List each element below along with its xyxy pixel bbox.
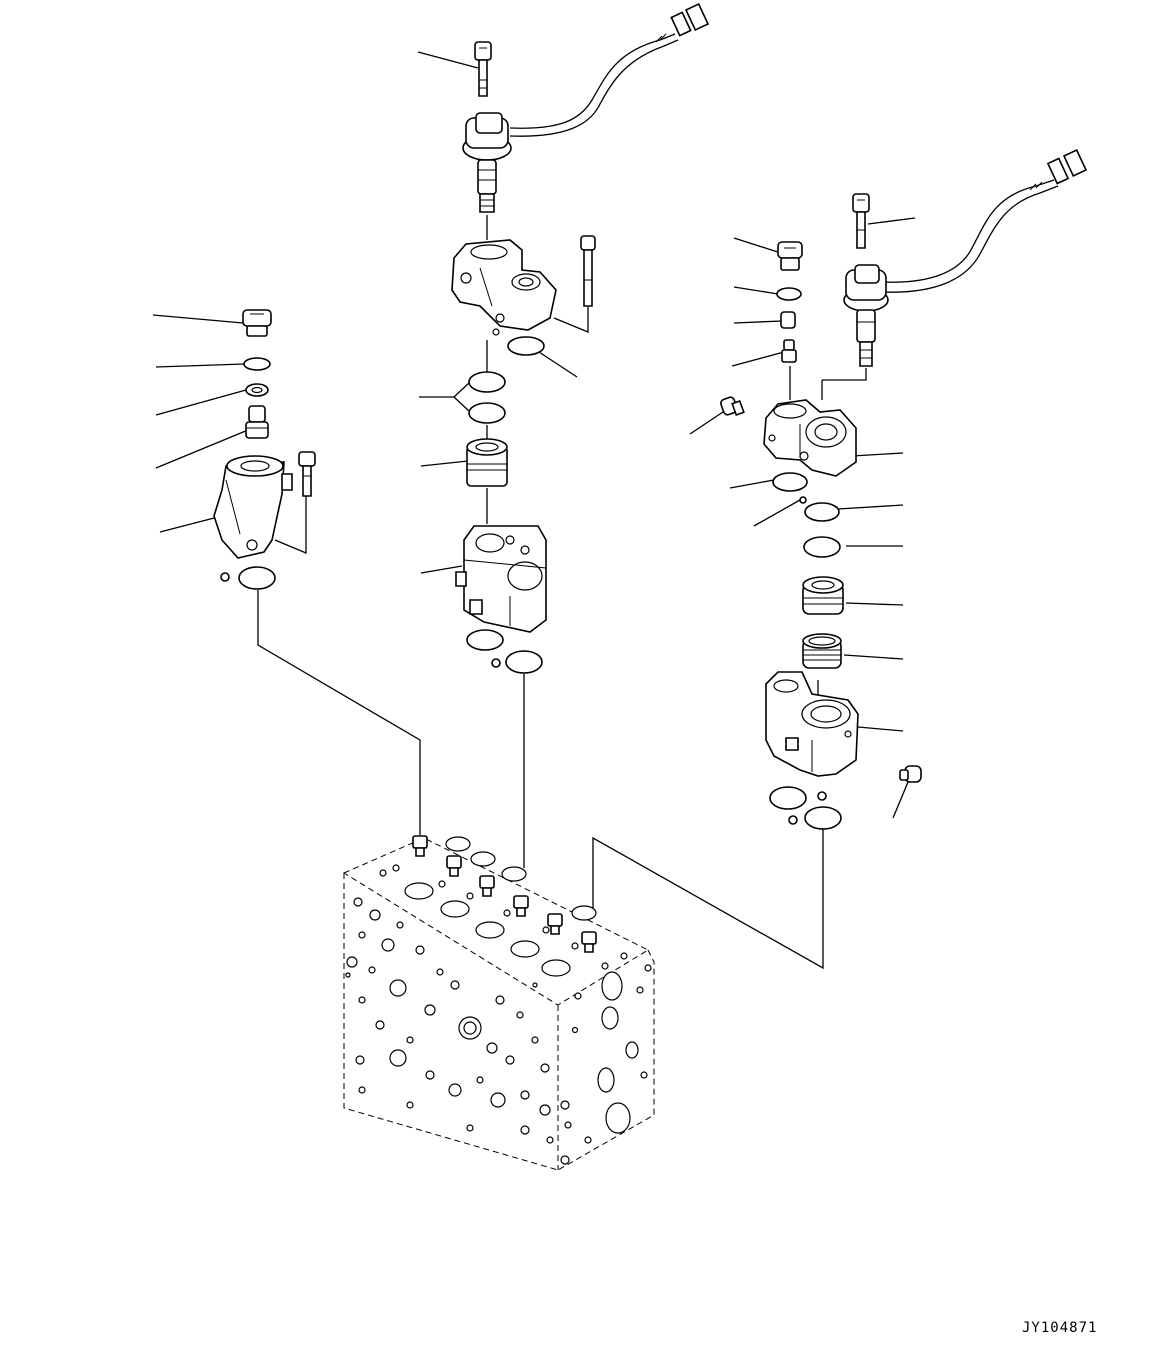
- leader-line: [454, 397, 470, 412]
- o-ring: [773, 473, 807, 491]
- cable-connector-top: [656, 4, 708, 42]
- bolt-left: [299, 452, 315, 496]
- leader-line: [734, 321, 782, 323]
- main-control-valve-block: [344, 836, 654, 1170]
- o-ring: [777, 288, 801, 300]
- gasket: [805, 807, 841, 829]
- o-ring: [804, 537, 840, 557]
- leader-line: [418, 52, 478, 68]
- leader-line: [852, 453, 903, 456]
- leader-line: [846, 603, 903, 605]
- spool-sleeve-center: [467, 439, 507, 486]
- seal-cup-right: [803, 577, 843, 614]
- valve-block-center: [456, 526, 546, 632]
- leader-line: [858, 727, 903, 731]
- left-valve-assembly: [214, 310, 315, 589]
- ball: [800, 497, 806, 503]
- top-face-ports: [380, 837, 627, 976]
- leader-line: [734, 287, 778, 294]
- valve-housing-center: [452, 240, 556, 335]
- valve-housing-right: [764, 400, 856, 476]
- leader-line: [156, 364, 244, 367]
- plug-lower-right: [900, 766, 921, 782]
- top-fittings: [413, 836, 596, 952]
- o-ring: [805, 503, 839, 521]
- gasket: [467, 630, 503, 650]
- fitting-left: [246, 406, 268, 438]
- leader-line: [156, 390, 246, 415]
- o-ring: [469, 403, 505, 423]
- cable-connector-right: [1030, 150, 1086, 190]
- bolt-right: [853, 194, 869, 248]
- leader-line: [754, 500, 800, 526]
- center-solenoid-assembly: [452, 4, 708, 673]
- valve-block-right: [766, 672, 858, 776]
- leader-line: [868, 218, 915, 224]
- leader-line: [156, 430, 248, 468]
- side-face-ports: [561, 965, 651, 1164]
- bolt-top-center: [475, 42, 491, 96]
- threaded-ring-right: [803, 634, 841, 668]
- leader-line: [690, 410, 726, 434]
- fitting-small: [781, 312, 795, 328]
- leader-line: [153, 315, 243, 323]
- elbow-body-left: [214, 456, 292, 558]
- solenoid-body-center: [463, 113, 511, 212]
- leader-line: [419, 382, 470, 397]
- leader-line: [732, 352, 784, 366]
- o-ring: [508, 337, 544, 355]
- gasket-small: [492, 659, 500, 667]
- leader-line: [893, 782, 908, 818]
- leader-line: [421, 461, 468, 466]
- leader-line: [536, 350, 577, 377]
- plug-right: [778, 242, 802, 270]
- front-face-ports: [346, 898, 553, 1143]
- gasket-small: [789, 816, 797, 824]
- fitting-right: [782, 340, 796, 362]
- assembly-lines: [258, 215, 866, 968]
- gasket-small: [221, 573, 229, 581]
- gasket: [770, 787, 806, 809]
- gasket-small: [818, 792, 826, 800]
- o-ring: [469, 372, 505, 392]
- leader-line: [730, 480, 774, 488]
- leader-lines: [153, 52, 915, 818]
- leader-line: [160, 517, 218, 532]
- gasket: [506, 651, 542, 673]
- right-valve-assembly: [720, 150, 1086, 829]
- o-ring: [244, 358, 270, 370]
- leader-line: [844, 655, 903, 659]
- plug-left: [243, 310, 271, 336]
- gasket: [239, 567, 275, 589]
- leader-line: [838, 505, 903, 509]
- plug-side-right: [720, 396, 744, 416]
- solenoid-body-right: [844, 265, 888, 366]
- leader-line: [421, 566, 462, 573]
- leader-line: [734, 238, 784, 254]
- bolt-center-small: [581, 236, 595, 306]
- seal-ring-left: [246, 384, 268, 396]
- drawing-code: JY104871: [1022, 1320, 1098, 1336]
